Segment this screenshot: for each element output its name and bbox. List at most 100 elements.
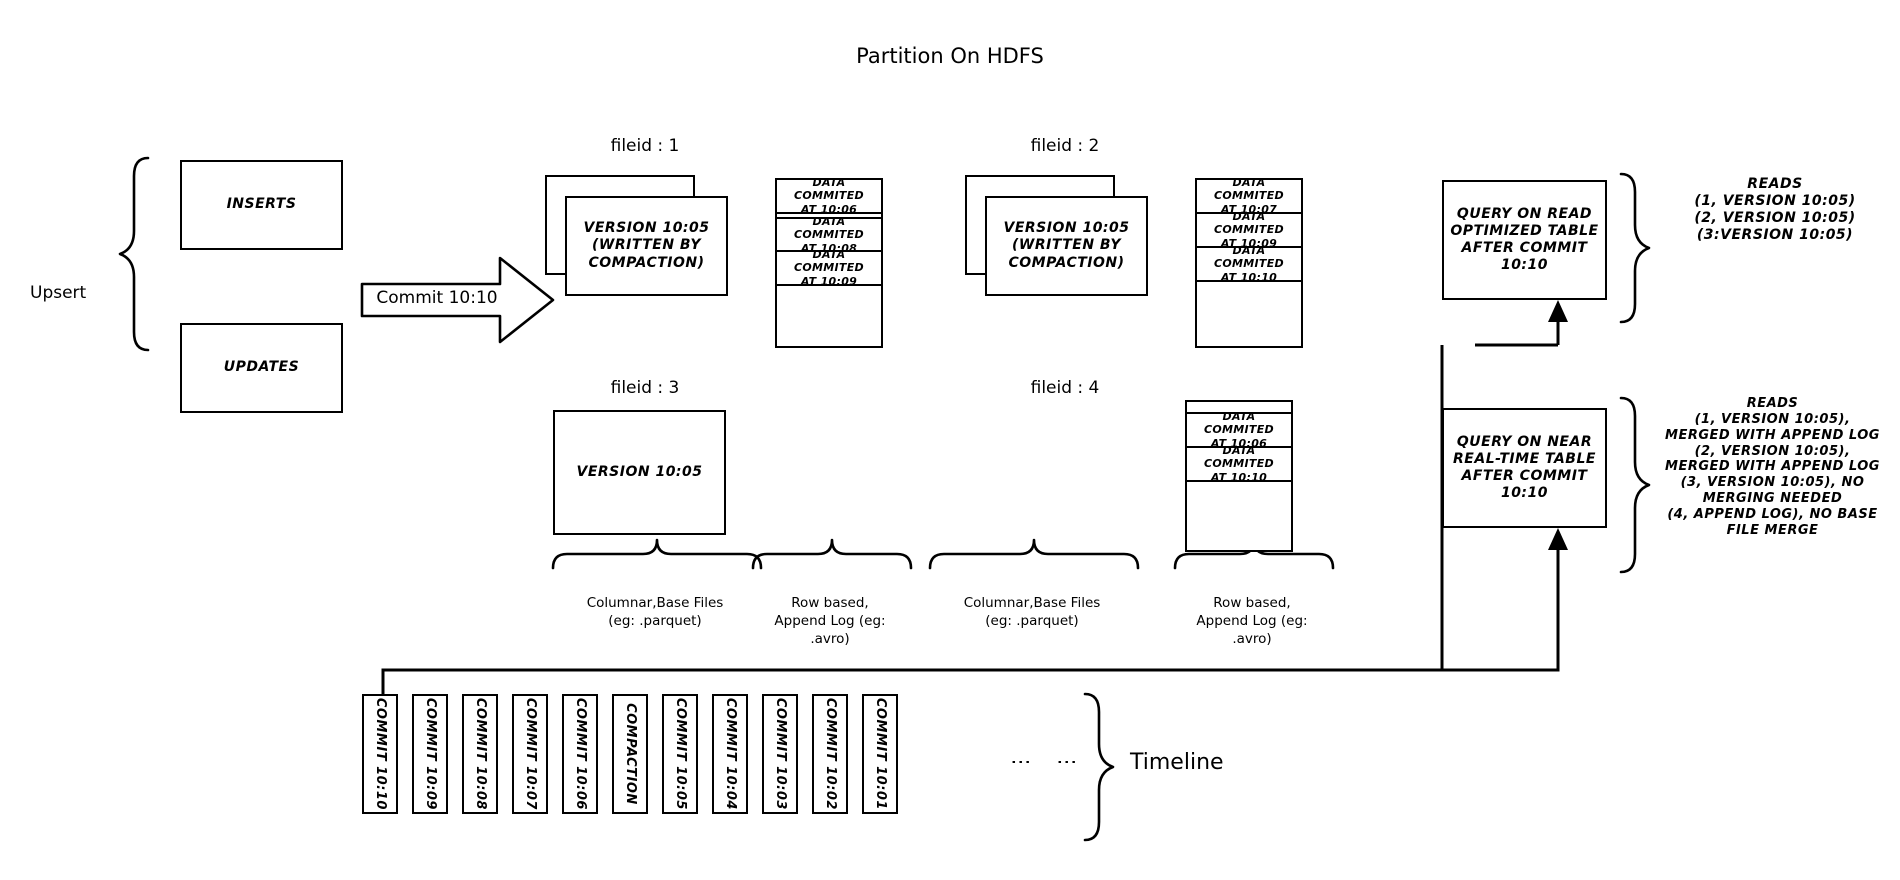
log-block-line: AT 10:10 (1210, 470, 1268, 484)
log-block-line: DATA COMMITED (794, 176, 864, 203)
timeline-commit-box[interactable]: COMMIT 10:04 (712, 694, 748, 814)
updates-label: UPDATES (223, 359, 300, 376)
timeline-strip: COMMIT 10:10 COMMIT 10:09 COMMIT 10:08 COMM… (362, 694, 1062, 834)
timeline-commit-box[interactable]: COMMIT 10:10 (362, 694, 398, 814)
timeline-commit-box[interactable]: COMMIT 10:07 (512, 694, 548, 814)
log-block-line: DATA COMMITED (1204, 444, 1274, 471)
log-block-line: DATA COMMITED (1214, 176, 1284, 203)
caption-line: Append Log (eg: (1196, 613, 1308, 630)
timeline-commit-box[interactable]: COMMIT 10:09 (412, 694, 448, 814)
timeline-commit-label: COMMIT 10:04 (722, 697, 738, 811)
rowlog-caption-left: Row based, Append Log (eg: .avro) (755, 594, 905, 649)
base-file-line: VERSION 10:05 (583, 220, 710, 237)
timeline-commit-box[interactable]: COMMIT 10:06 (562, 694, 598, 814)
fileid-4-log-block: DATA COMMITED AT 10:10 (1185, 444, 1293, 484)
caption-line: Row based, (1213, 595, 1291, 611)
timeline-ellipsis-2: ⋮ (1055, 752, 1080, 772)
timeline-commit-label: COMMIT 10:05 (672, 697, 688, 811)
reads-line: READS (1746, 396, 1799, 411)
query-read-optimized-box[interactable]: QUERY ON READ OPTIMIZED TABLE AFTER COMM… (1442, 180, 1607, 300)
caption-line: .avro) (1232, 631, 1272, 648)
reads-line: MERGING NEEDED (1702, 491, 1843, 507)
log-block-line: DATA COMMITED (1214, 210, 1284, 237)
reads-line: (2, VERSION 10:05) (1694, 210, 1856, 227)
caption-line: Columnar,Base Files (963, 595, 1101, 611)
commit-arrow-label: Commit 10:10 (376, 288, 498, 308)
log-block-line: AT 10:09 (800, 274, 858, 288)
base-file-line: COMPACTION) (588, 254, 705, 271)
updates-box: UPDATES (180, 323, 343, 413)
inserts-box: INSERTS (180, 160, 343, 250)
timeline-commit-box[interactable]: COMMIT 10:05 (662, 694, 698, 814)
reads-line: (2, VERSION 10:05), (1694, 443, 1851, 459)
caption-line: .avro) (810, 631, 850, 648)
reads-line: (3:VERSION 10:05) (1696, 227, 1854, 244)
query-box-line: AFTER COMMIT (1461, 468, 1588, 484)
timeline-commit-label: COMMIT 10:10 (372, 697, 388, 811)
timeline-commit-label: COMMIT 10:07 (522, 697, 538, 811)
fileid-2-log-block: DATA COMMITED AT 10:09 (1195, 210, 1303, 250)
fileid-1-log-block: DATA COMMITED AT 10:06 (775, 176, 883, 216)
query-near-real-time-box[interactable]: QUERY ON NEAR REAL-TIME TABLE AFTER COMM… (1442, 408, 1607, 528)
log-block-line: DATA COMMITED (1204, 410, 1274, 437)
timeline-commit-label: COMMIT 10:02 (822, 697, 838, 811)
timeline-commit-label: COMMIT 10:06 (572, 697, 588, 811)
query-box-line: REAL-TIME TABLE (1453, 450, 1596, 467)
inserts-label: INSERTS (226, 196, 297, 213)
timeline-ellipsis-1: ⋮ (1009, 752, 1034, 772)
fileid-2-log-block: DATA COMMITED AT 10:07 (1195, 176, 1303, 216)
caption-line: (eg: .parquet) (608, 613, 702, 630)
reads-line: READS (1747, 176, 1803, 192)
timeline-label: Timeline (1130, 750, 1224, 775)
reads-near-real-time: READS (1, VERSION 10:05), MERGED WITH AP… (1645, 396, 1900, 539)
query-box-line: 10:10 (1500, 257, 1549, 274)
query-box-line: AFTER COMMIT (1461, 240, 1588, 256)
base-file-line: COMPACTION) (1008, 254, 1125, 271)
timeline-commit-box[interactable]: COMMIT 10:01 (862, 694, 898, 814)
reads-line: FILE MERGE (1726, 522, 1819, 538)
fileid-3-base-file: VERSION 10:05 (553, 410, 726, 535)
fileid-2-base-file: VERSION 10:05 (WRITTEN BY COMPACTION) (985, 196, 1148, 296)
query-box-line: QUERY ON READ (1456, 205, 1593, 222)
timeline-commit-box[interactable]: COMMIT 10:02 (812, 694, 848, 814)
fileid-1-base-file: VERSION 10:05 (WRITTEN BY COMPACTION) (565, 196, 728, 296)
query-box-line: OPTIMIZED TABLE (1450, 222, 1599, 239)
columnar-caption-right: Columnar,Base Files (eg: .parquet) (922, 594, 1142, 630)
caption-line: Columnar,Base Files (586, 595, 724, 611)
log-block-line: DATA COMMITED (794, 215, 864, 242)
timeline-commit-label: COMMIT 10:03 (772, 697, 788, 811)
timeline-commit-label: COMMIT 10:01 (872, 697, 888, 811)
timeline-commit-box[interactable]: COMPACTION (612, 694, 648, 814)
query-box-line: 10:10 (1500, 485, 1549, 502)
log-block-line: AT 10:06 (800, 202, 858, 216)
fileid-1-label: fileid : 1 (610, 136, 680, 156)
timeline-commit-label: COMPACTION (622, 703, 638, 805)
caption-line: (eg: .parquet) (985, 613, 1079, 630)
caption-line: Append Log (eg: (774, 613, 886, 630)
timeline-commit-label: COMMIT 10:09 (422, 697, 438, 811)
caption-line: Row based, (791, 595, 869, 611)
fileid-4-log-block: DATA COMMITED AT 10:06 (1185, 410, 1293, 450)
reads-line: (3, VERSION 10:05), NO (1680, 475, 1865, 491)
fileid-2-label: fileid : 2 (1030, 136, 1100, 156)
reads-line: (1, VERSION 10:05), (1694, 411, 1851, 427)
base-file-line: VERSION 10:05 (576, 463, 703, 480)
timeline-commit-box[interactable]: COMMIT 10:03 (762, 694, 798, 814)
timeline-commit-box[interactable]: COMMIT 10:08 (462, 694, 498, 814)
reads-line: MERGED WITH APPEND LOG (1665, 427, 1880, 443)
timeline-commit-label: COMMIT 10:08 (472, 697, 488, 811)
page-title: Partition On HDFS (856, 44, 1044, 68)
columnar-caption-left: Columnar,Base Files (eg: .parquet) (545, 594, 765, 630)
reads-line: (4, APPEND LOG), NO BASE (1667, 507, 1878, 523)
base-file-line: VERSION 10:05 (1003, 220, 1130, 237)
query-box-line: QUERY ON NEAR (1456, 433, 1593, 450)
upsert-label: Upsert (30, 283, 87, 303)
fileid-1-log-block: DATA COMMITED AT 10:09 (775, 248, 883, 288)
reads-read-optimized: READS (1, VERSION 10:05) (2, VERSION 10:… (1650, 176, 1900, 244)
log-block-line: DATA COMMITED (794, 248, 864, 275)
fileid-4-label: fileid : 4 (1030, 378, 1100, 398)
base-file-line: (WRITTEN BY (592, 237, 701, 254)
reads-line: (1, VERSION 10:05) (1694, 193, 1856, 210)
log-block-line: AT 10:10 (1220, 270, 1278, 284)
